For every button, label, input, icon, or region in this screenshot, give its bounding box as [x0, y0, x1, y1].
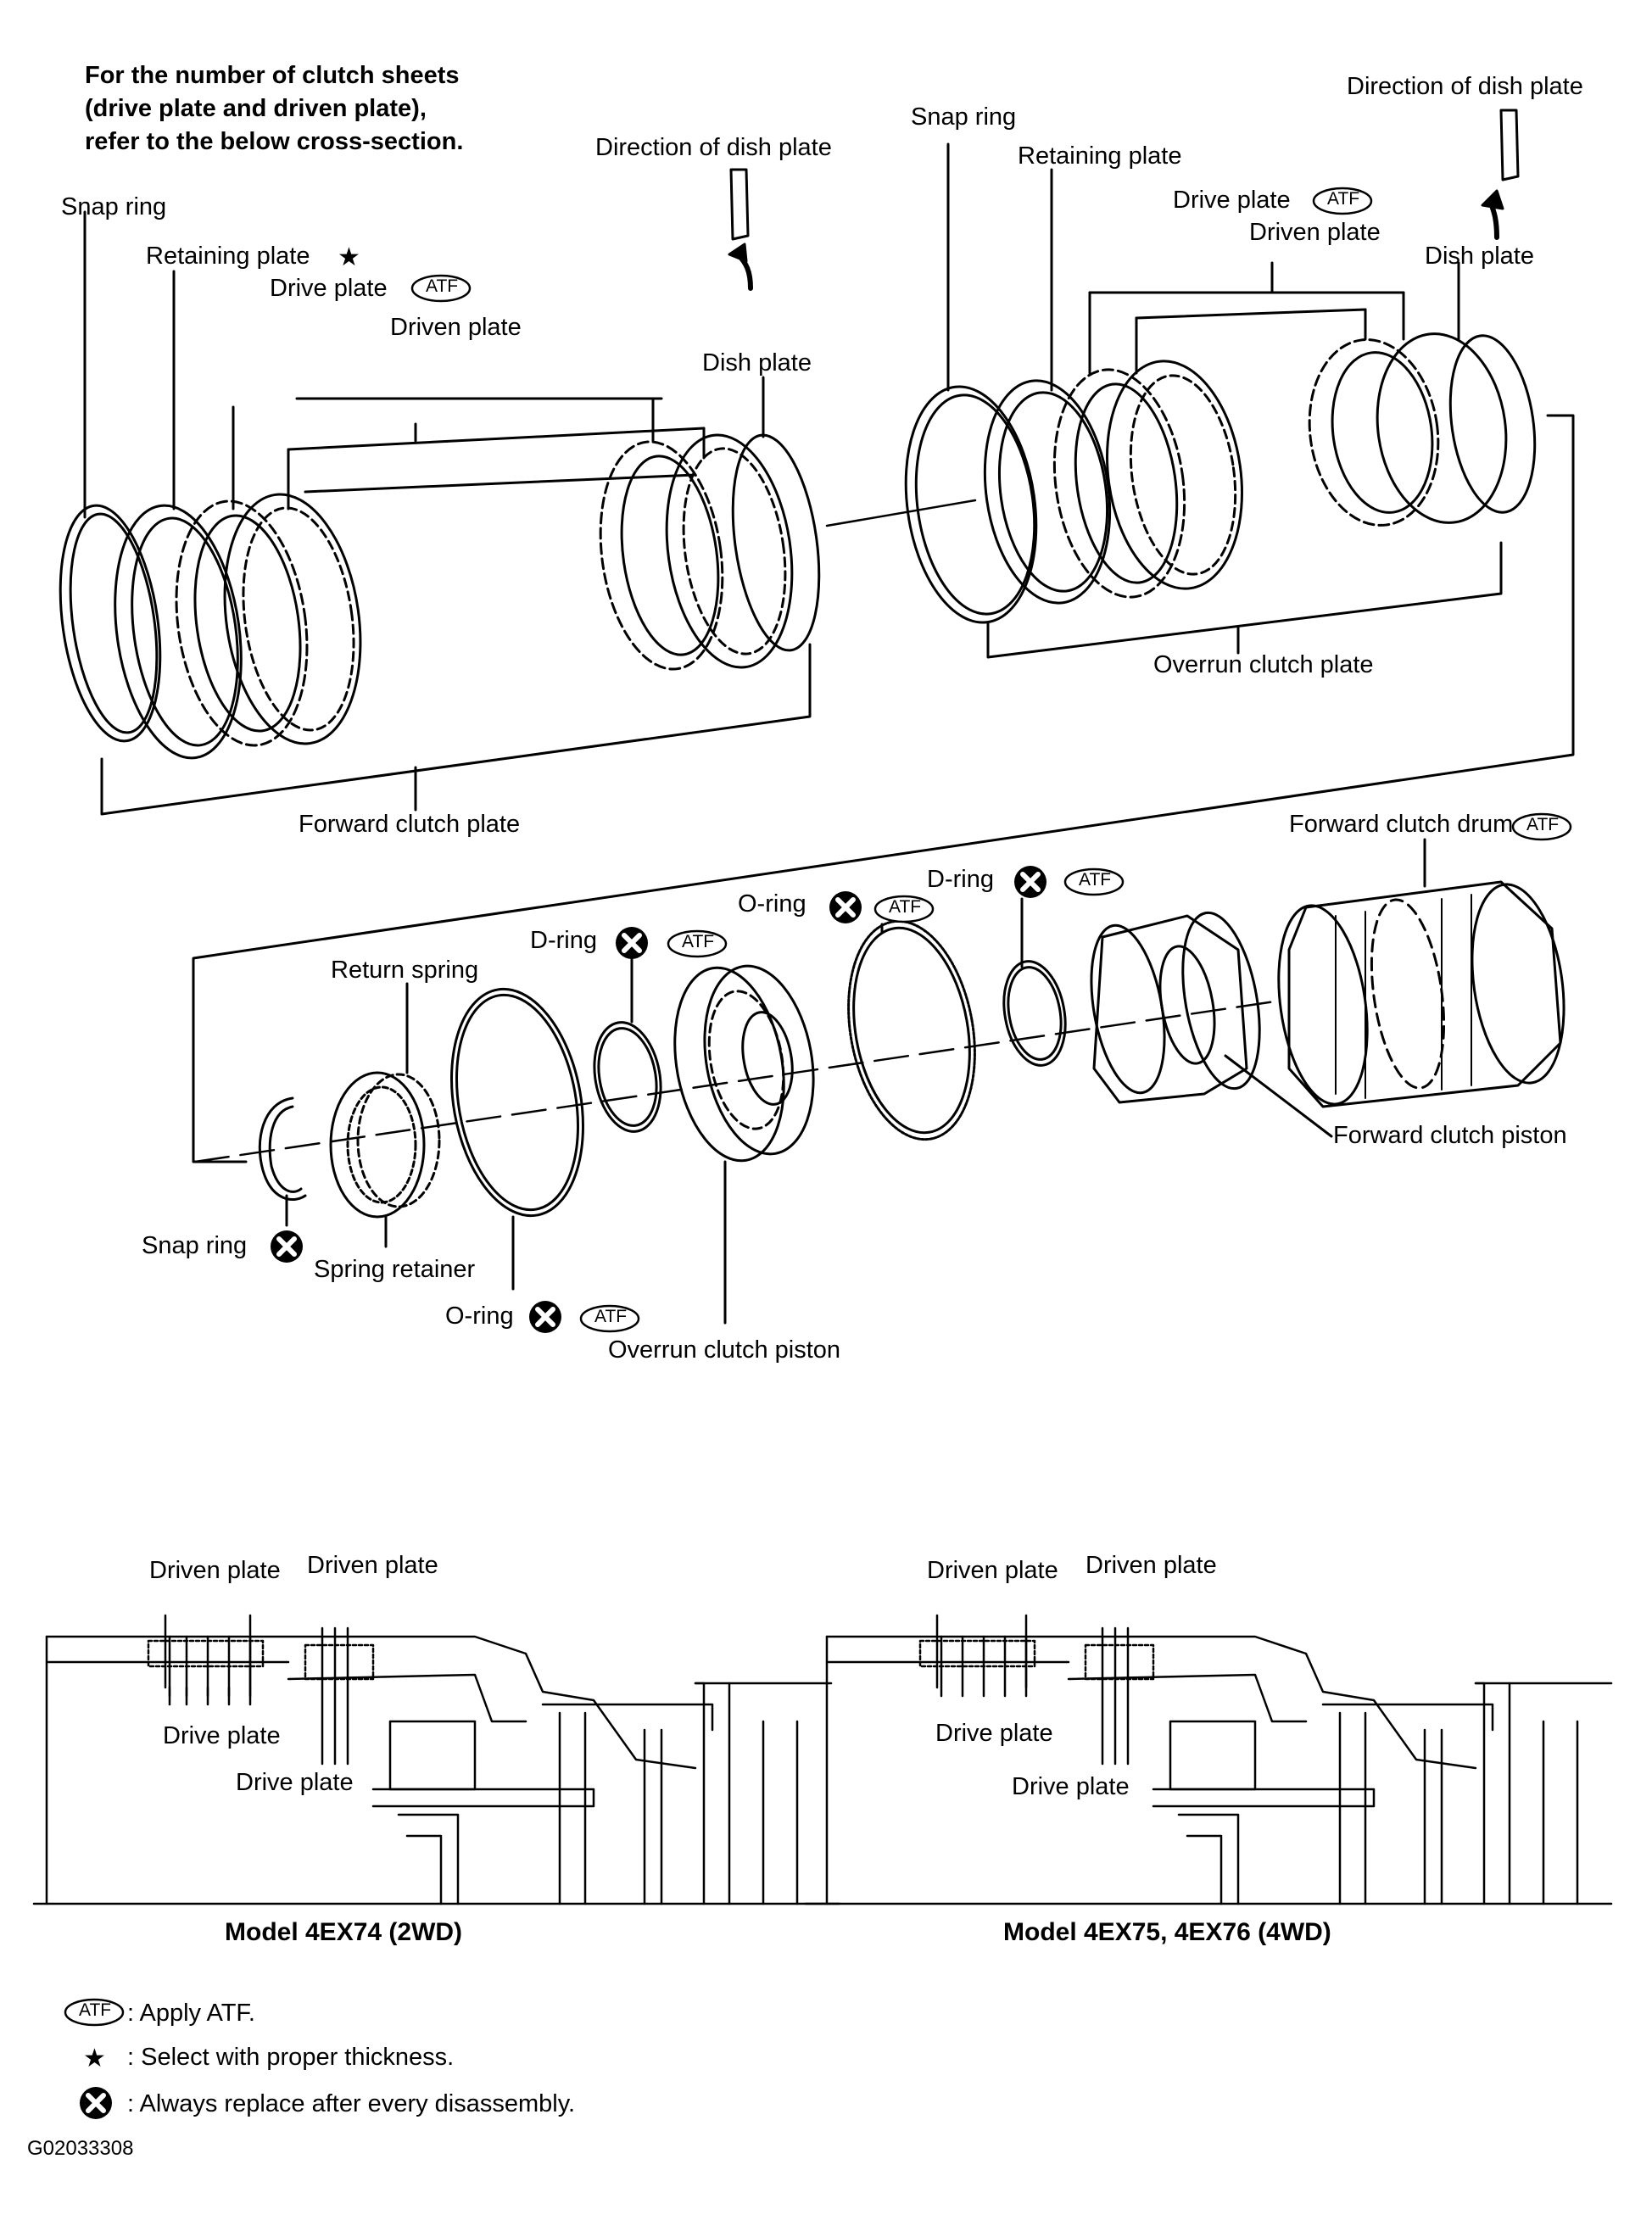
replace-mark-o-ring-lower	[529, 1301, 561, 1333]
legend-replace-text: : Always replace after every disassembly…	[127, 2090, 576, 2117]
label-drive-plate-right: Drive plate	[1173, 187, 1291, 214]
note-line: refer to the below cross-section.	[85, 128, 464, 155]
label-cs-left-driven-plate-1: Driven plate	[149, 1557, 281, 1584]
label-snap-ring-top-right: Snap ring	[911, 103, 1017, 131]
label-o-ring-lower: O-ring	[445, 1303, 514, 1330]
label-d-ring-right: D-ring	[927, 866, 994, 893]
atf-text: ATF	[594, 1307, 628, 1326]
label-forward-clutch-piston: Forward clutch piston	[1333, 1122, 1567, 1149]
label-cs-right-drive-plate-2: Drive plate	[1012, 1773, 1130, 1800]
legend-atf: : Apply ATF.	[59, 2000, 255, 2028]
label-return-spring: Return spring	[331, 957, 479, 984]
label-direction-dish-plate-left: Direction of dish plate	[595, 134, 832, 161]
label-overrun-clutch-piston: Overrun clutch piston	[608, 1336, 841, 1364]
label-retaining-plate-right: Retaining plate	[1018, 142, 1182, 170]
label-cs-right-driven-plate-2: Driven plate	[1086, 1552, 1217, 1579]
label-dish-plate-left: Dish plate	[702, 349, 812, 377]
dish-plate-direction-left	[728, 168, 753, 291]
forward-clutch-plate-group	[59, 210, 977, 816]
label-direction-dish-plate-right: Direction of dish plate	[1347, 73, 1583, 100]
label-cs-right-drive-plate-1: Drive plate	[935, 1720, 1053, 1747]
replace-mark-d-ring-right	[1014, 866, 1046, 898]
atf-text: ATF	[426, 276, 459, 296]
label-cs-right-driven-plate-1: Driven plate	[927, 1557, 1058, 1584]
atf-text: ATF	[1327, 189, 1360, 209]
label-driven-plate-left: Driven plate	[390, 314, 522, 341]
label-dish-plate-right: Dish plate	[1425, 243, 1534, 270]
label-snap-ring-lower: Snap ring	[142, 1232, 248, 1259]
atf-text: ATF	[889, 897, 922, 917]
note-line: (drive plate and driven plate),	[85, 95, 427, 122]
cross-section-note: For the number of clutch sheets (drive p…	[85, 59, 463, 159]
cross-section-4ex75-4ex76	[804, 1614, 1613, 1905]
legend-star-text: : Select with proper thickness.	[127, 2044, 455, 2071]
legend-atf-text: : Apply ATF.	[127, 2000, 255, 2027]
label-d-ring-left: D-ring	[530, 927, 597, 954]
label-cs-left-driven-plate-2: Driven plate	[307, 1552, 438, 1579]
cross-section-4ex74	[32, 1614, 841, 1905]
dish-plate-direction-right	[1481, 109, 1520, 240]
star-mark-retaining-plate: ★	[338, 243, 360, 272]
label-drive-plate-left: Drive plate	[270, 275, 388, 302]
figure-code: G02033308	[27, 2137, 134, 2160]
label-snap-ring-top-left: Snap ring	[61, 193, 167, 220]
atf-text: ATF	[682, 932, 715, 951]
atf-text: ATF	[79, 2000, 112, 2020]
star-mark-legend: ★	[83, 2044, 106, 2073]
piston-assembly	[193, 838, 1565, 1325]
atf-text: ATF	[1079, 870, 1112, 890]
label-spring-retainer: Spring retainer	[314, 1256, 476, 1283]
label-forward-clutch-plate: Forward clutch plate	[299, 811, 521, 838]
atf-text: ATF	[1526, 815, 1560, 834]
replace-mark-d-ring-left	[616, 927, 648, 959]
replace-mark-o-ring-middle	[829, 891, 862, 923]
label-overrun-clutch-plate: Overrun clutch plate	[1153, 651, 1374, 678]
label-o-ring-middle: O-ring	[738, 890, 806, 918]
caption-model-4ex75-4ex76: Model 4EX75, 4EX76 (4WD)	[1003, 1918, 1331, 1946]
label-cs-left-drive-plate-2: Drive plate	[236, 1769, 354, 1796]
note-line: For the number of clutch sheets	[85, 62, 460, 89]
label-retaining-plate-left: Retaining plate	[146, 243, 310, 270]
caption-model-4ex74: Model 4EX74 (2WD)	[225, 1918, 463, 1946]
label-cs-left-drive-plate-1: Drive plate	[163, 1722, 281, 1749]
label-driven-plate-right: Driven plate	[1249, 219, 1381, 246]
label-forward-clutch-drum: Forward clutch drum	[1289, 811, 1514, 838]
legend-replace: : Always replace after every disassembly…	[59, 2090, 575, 2118]
replace-mark-snap-ring	[271, 1230, 303, 1263]
legend-star: : Select with proper thickness.	[59, 2044, 454, 2072]
